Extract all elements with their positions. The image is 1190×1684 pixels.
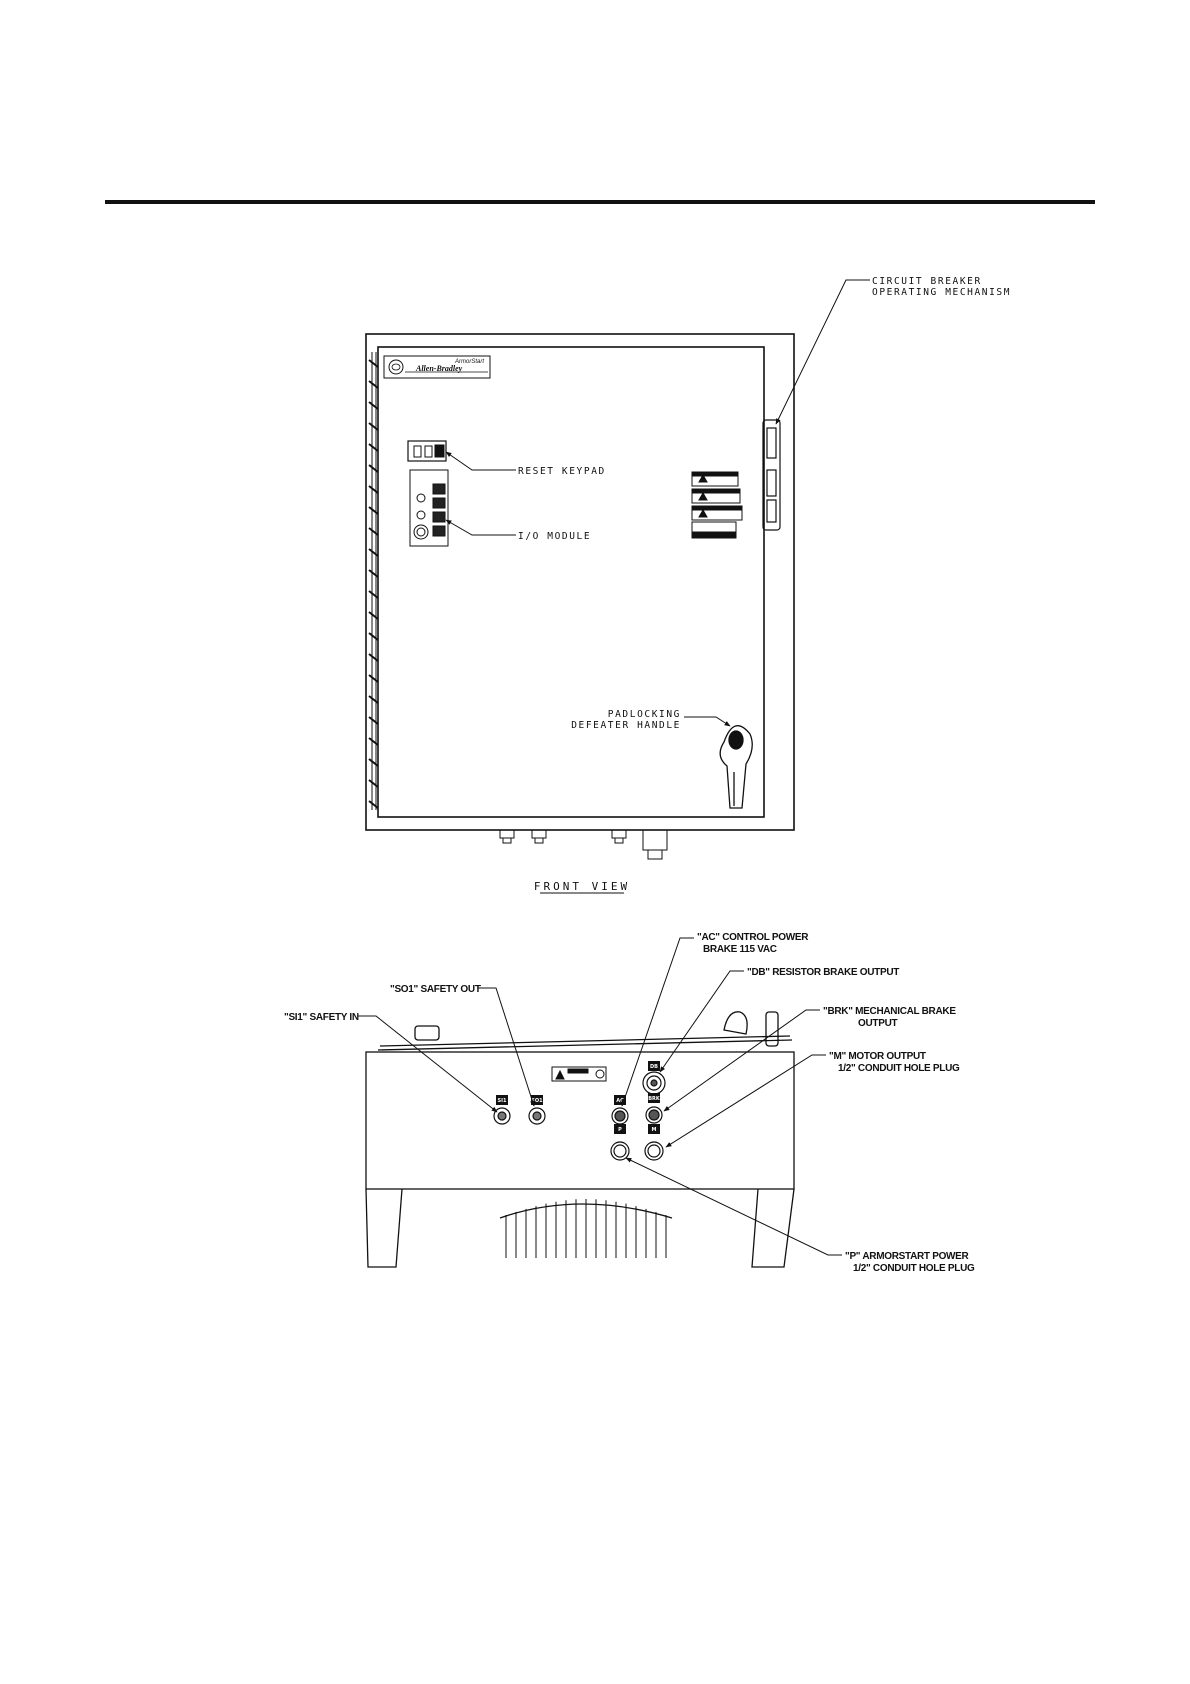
brand-maker: Allen-Bradley bbox=[415, 364, 463, 373]
right-leg bbox=[751, 1188, 795, 1268]
defeater-handle-label: DEFEATER HANDLE bbox=[571, 720, 681, 731]
hinge-tick bbox=[368, 548, 379, 557]
brk-label: "BRK" MECHANICAL BRAKE bbox=[823, 1006, 956, 1017]
brand-product: ArmorStart bbox=[454, 359, 484, 365]
svg-text:M: M bbox=[652, 1127, 657, 1133]
hinge-tick bbox=[368, 758, 379, 767]
enclosure-door bbox=[377, 346, 765, 818]
brk-port bbox=[645, 1106, 663, 1124]
hinge-tick bbox=[368, 611, 379, 620]
m-label: "M" MOTOR OUTPUT bbox=[829, 1051, 926, 1062]
heat-fins bbox=[505, 1199, 667, 1258]
si1-port bbox=[493, 1107, 511, 1125]
hinge-tick bbox=[368, 800, 379, 809]
svg-text:SI1: SI1 bbox=[498, 1098, 507, 1104]
circuit-breaker-label: CIRCUIT BREAKER bbox=[872, 276, 982, 287]
bottom-connectors bbox=[499, 829, 668, 860]
m-label-2: 1/2" CONDUIT HOLE PLUG bbox=[838, 1063, 960, 1074]
so1-port bbox=[528, 1107, 546, 1125]
hinge-tick bbox=[368, 632, 379, 641]
ac-label-2: BRAKE 115 VAC bbox=[703, 944, 777, 955]
reset-keypad bbox=[407, 440, 447, 462]
svg-text:P: P bbox=[618, 1127, 622, 1133]
warning-labels bbox=[691, 471, 743, 539]
p-label-2: 1/2" CONDUIT HOLE PLUG bbox=[853, 1263, 975, 1274]
so1-label: "SO1" SAFETY OUT bbox=[390, 984, 481, 995]
hinge-tick bbox=[368, 506, 379, 515]
hinge-ticks bbox=[368, 359, 379, 809]
bottom-handle bbox=[723, 1011, 748, 1035]
hinge-tick bbox=[368, 527, 379, 536]
left-leg bbox=[365, 1188, 403, 1268]
brand-plate: ArmorStart Allen-Bradley bbox=[383, 355, 491, 379]
reset-keypad-label: RESET KEYPAD bbox=[518, 466, 606, 477]
bottom-knob bbox=[414, 1025, 440, 1041]
hinge-tick bbox=[368, 464, 379, 473]
hinge-tick bbox=[368, 380, 379, 389]
bottom-leaders bbox=[358, 937, 842, 1256]
bottom-ports bbox=[493, 1071, 666, 1161]
front-leaders bbox=[445, 279, 870, 727]
hinge-tick bbox=[368, 422, 379, 431]
hinge-tick bbox=[368, 569, 379, 578]
hinge-tick bbox=[368, 443, 379, 452]
m-port bbox=[644, 1141, 664, 1161]
circuit-breaker-label-2: OPERATING MECHANISM bbox=[872, 287, 1011, 298]
heat-sink bbox=[499, 1203, 673, 1219]
hinge-tick bbox=[368, 779, 379, 788]
io-module-label: I/O MODULE bbox=[518, 531, 591, 542]
hinge-tick bbox=[368, 716, 379, 725]
hinge-tick bbox=[368, 590, 379, 599]
db-label: "DB" RESISTOR BRAKE OUTPUT bbox=[747, 967, 899, 978]
io-module bbox=[409, 469, 449, 547]
svg-text:AC: AC bbox=[616, 1098, 624, 1104]
brk-label-2: OUTPUT bbox=[858, 1018, 898, 1029]
front-view-title: FRONT VIEW bbox=[534, 880, 630, 893]
svg-text:BRK: BRK bbox=[648, 1096, 661, 1102]
hinge-tick bbox=[368, 401, 379, 410]
p-port bbox=[610, 1141, 630, 1161]
circuit-breaker-mechanism bbox=[762, 419, 781, 531]
hinge-tick bbox=[368, 653, 379, 662]
hinge-tick bbox=[368, 485, 379, 494]
p-label: "P" ARMORSTART POWER bbox=[845, 1251, 970, 1262]
bottom-view bbox=[365, 1011, 795, 1268]
si1-label: "SI1" SAFETY IN bbox=[284, 1012, 359, 1023]
hinge-tick bbox=[368, 695, 379, 704]
enclosure-body bbox=[365, 333, 795, 831]
bottom-warning-label bbox=[551, 1066, 607, 1082]
padlocking-label: PADLOCKING bbox=[608, 709, 681, 720]
svg-text:SO1: SO1 bbox=[531, 1098, 543, 1104]
ac-port bbox=[611, 1107, 629, 1125]
front-view: ArmorStart Allen-Bradley bbox=[365, 333, 795, 860]
enclosure-bottom-body bbox=[365, 1051, 795, 1190]
db-port bbox=[642, 1071, 666, 1095]
connector-tags: SI1 SO1 AC P DB BRK M bbox=[496, 1061, 661, 1134]
ab-logo-icon bbox=[388, 359, 404, 375]
hinge-tick bbox=[368, 359, 379, 368]
ac-label: "AC" CONTROL POWER bbox=[697, 932, 809, 943]
svg-text:DB: DB bbox=[650, 1064, 658, 1070]
hinge-tick bbox=[368, 737, 379, 746]
hinge-tick bbox=[368, 674, 379, 683]
padlocking-handle bbox=[719, 725, 753, 809]
